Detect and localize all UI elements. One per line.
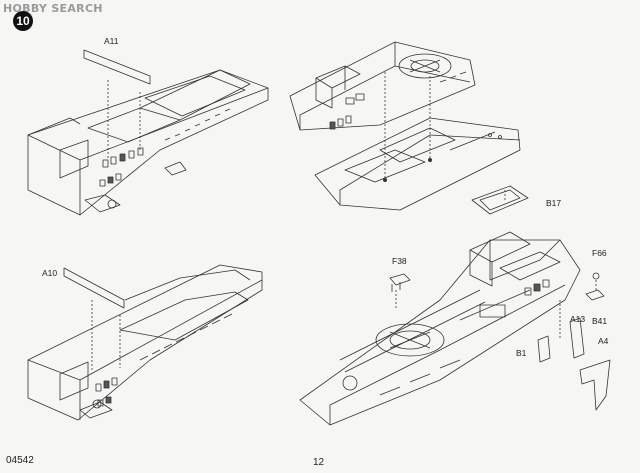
part-label-a4: A4 [598, 336, 609, 346]
part-label-f38: F38 [392, 256, 407, 266]
kit-number: 04542 [6, 455, 34, 466]
part-label-a11: A11 [104, 36, 119, 46]
hull-assembly-bottom-left [27, 264, 263, 421]
part-label-a10: A10 [42, 268, 58, 278]
step-number-badge: 10 [13, 11, 33, 31]
part-label-b17: B17 [546, 198, 562, 208]
hull-assembly-top-right [289, 41, 529, 215]
page-number: 12 [313, 457, 325, 468]
part-label-a13: A13 [570, 314, 586, 324]
hull-assembly-bottom-right [299, 231, 611, 426]
part-label-f66: F66 [592, 248, 607, 258]
part-label-b41: B41 [592, 316, 608, 326]
hull-assembly-top-left [27, 49, 269, 216]
part-label-b1: B1 [516, 348, 527, 358]
